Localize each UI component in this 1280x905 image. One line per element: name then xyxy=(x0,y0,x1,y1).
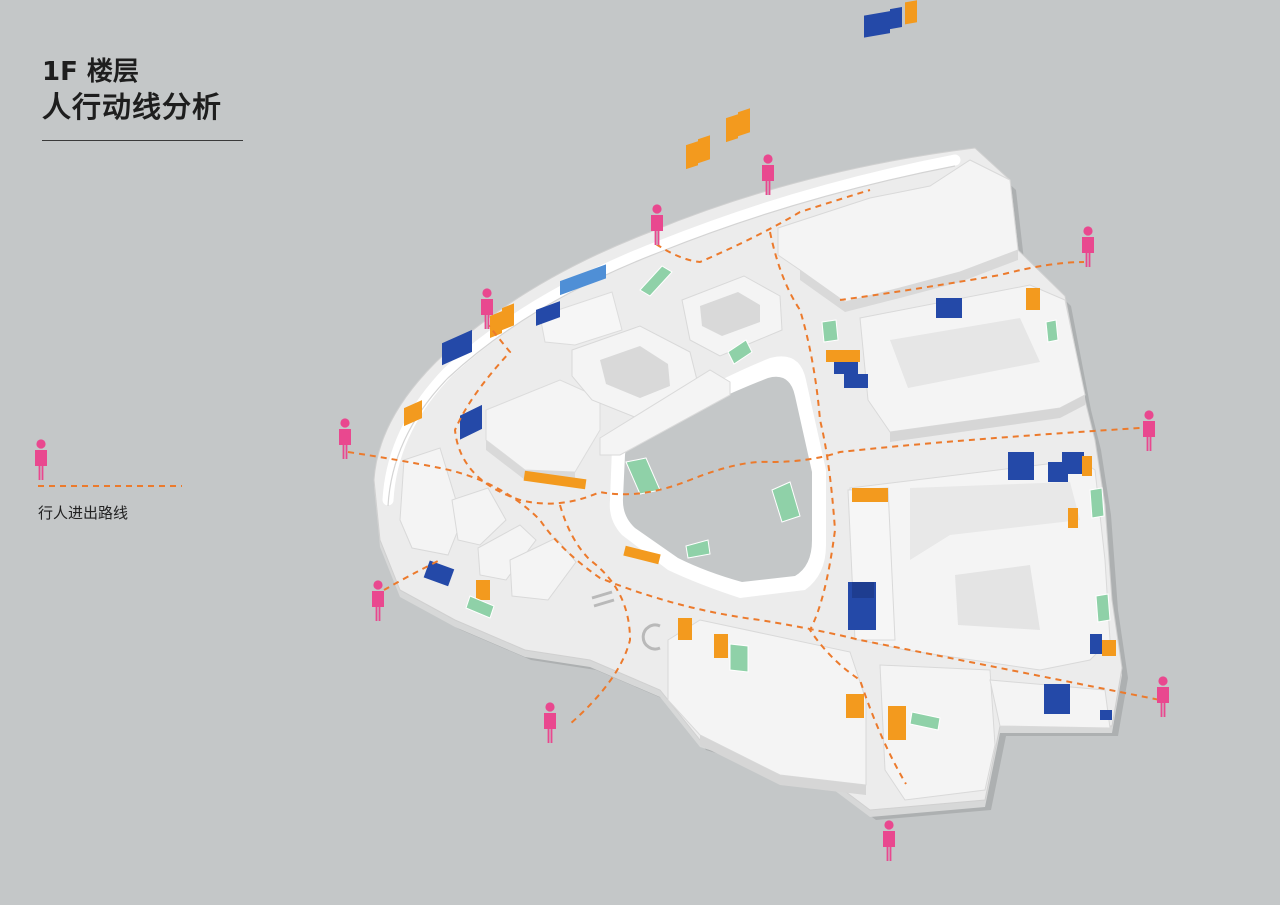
title-subject: 人行动线分析 xyxy=(42,90,223,124)
shop-orange xyxy=(404,400,422,427)
escalator-west xyxy=(465,595,495,619)
escalator-east-south xyxy=(1095,593,1111,623)
escalator-north xyxy=(639,265,673,297)
building-east-mid-side xyxy=(890,395,1085,442)
pedestrian-routes xyxy=(347,189,1161,785)
shop-orange xyxy=(698,135,710,164)
c-logo-icon xyxy=(641,623,661,651)
shop-orange xyxy=(1068,508,1078,528)
shop-orange xyxy=(726,114,738,143)
shop-units xyxy=(404,0,1116,740)
escalator-north-inner xyxy=(727,339,753,365)
title-divider xyxy=(42,140,243,141)
shop-orange xyxy=(888,706,906,740)
route-west-entry xyxy=(383,559,441,591)
escalator-south-east xyxy=(909,711,941,731)
shop-orange xyxy=(502,303,514,331)
escalator-east-mid xyxy=(1045,319,1059,343)
storefront-number-icon xyxy=(591,590,615,608)
shop-blue xyxy=(460,404,482,440)
shop-orange xyxy=(1026,288,1040,310)
page-title: 1F 楼层 人行动线分析 xyxy=(42,56,222,126)
building-east-mid-roof xyxy=(890,318,1040,388)
building-north-west xyxy=(539,291,623,346)
shop-orange xyxy=(846,694,864,718)
shop-blue xyxy=(890,6,902,30)
building-loop-west-court xyxy=(600,346,670,398)
building-south-east xyxy=(879,664,996,801)
shop-orange xyxy=(678,618,692,640)
shop-orange xyxy=(476,580,490,600)
building-east-south-roof xyxy=(910,482,1080,560)
shop-blue xyxy=(1008,452,1034,480)
building-west-a-side xyxy=(486,440,575,482)
escalator-courtyard-east xyxy=(771,481,801,523)
legend-person-icon xyxy=(35,439,47,480)
person-icon-south xyxy=(544,702,556,743)
person-icon-south-west xyxy=(372,580,384,621)
shop-light-blue xyxy=(560,264,606,296)
buildings xyxy=(399,159,1111,801)
shop-blue xyxy=(442,329,472,366)
escalators xyxy=(465,265,1111,731)
route-south-west xyxy=(559,504,632,725)
legend xyxy=(35,439,182,487)
shop-orange xyxy=(838,350,860,362)
shop-blue xyxy=(936,298,962,318)
building-west-d xyxy=(509,537,577,601)
escalator-south xyxy=(729,643,749,673)
shop-blue-top xyxy=(852,582,874,598)
person-icon-south-east xyxy=(1157,676,1169,717)
route-west-south-east xyxy=(347,451,1161,701)
escalator-east xyxy=(1089,487,1105,519)
shop-orange xyxy=(686,141,698,170)
building-east-south-court xyxy=(955,565,1040,630)
building-arc-west xyxy=(399,447,463,556)
floor-graphics xyxy=(591,590,661,651)
shop-orange xyxy=(738,108,750,137)
shop-orange xyxy=(1082,456,1092,476)
shop-blue xyxy=(1044,684,1070,714)
legend-label: 行人进出路线 xyxy=(38,504,129,522)
shop-blue xyxy=(844,374,868,388)
shop-orange-kiosk xyxy=(623,545,661,565)
route-north-east xyxy=(839,261,1085,301)
shop-blue xyxy=(1062,452,1084,474)
escalator-courtyard-south xyxy=(685,539,711,559)
building-loop-north-court xyxy=(700,292,760,336)
title-floor: 1F 楼层 xyxy=(42,57,139,87)
shop-blue xyxy=(423,560,455,587)
perimeter-wall-shadow xyxy=(387,165,956,507)
shop-orange xyxy=(714,634,728,658)
person-icon-north-east xyxy=(1082,226,1094,267)
building-south-side xyxy=(700,735,866,795)
shop-blue xyxy=(536,301,560,326)
shop-blue xyxy=(1090,634,1102,654)
shop-blue xyxy=(834,362,858,374)
shop-blue xyxy=(864,11,890,38)
shop-orange xyxy=(1102,640,1116,656)
shop-orange xyxy=(826,350,838,362)
shop-orange-kiosk xyxy=(523,470,587,490)
person-icon-east xyxy=(1143,410,1155,451)
route-north xyxy=(655,189,871,264)
person-icon-south-2 xyxy=(883,820,895,861)
shop-orange xyxy=(905,0,917,25)
shop-orange xyxy=(852,488,888,502)
route-west-east xyxy=(453,321,1141,505)
shop-blue xyxy=(1100,710,1112,720)
building-inner-bar xyxy=(599,369,731,456)
building-west-b xyxy=(451,487,507,546)
escalator-east-north xyxy=(821,319,839,343)
